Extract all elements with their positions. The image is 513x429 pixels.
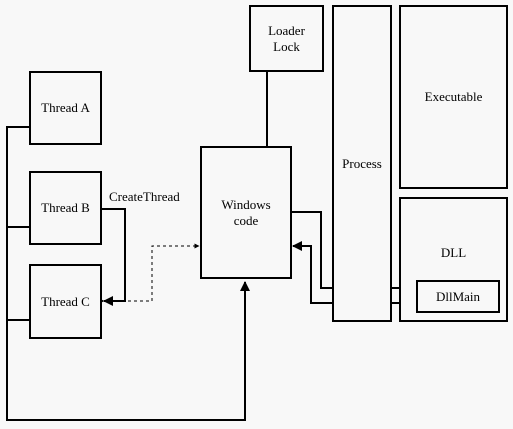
- windows-code-box: Windows code: [200, 146, 292, 279]
- create-thread-arrow: [101, 208, 126, 306]
- thread-a-box: Thread A: [29, 71, 102, 145]
- dashed-link: [99, 243, 200, 304]
- process-label: Process: [342, 155, 382, 171]
- create-thread-label: CreateThread: [109, 189, 180, 204]
- loader-lock-box: Loader Lock: [249, 5, 324, 72]
- windows-code-label: Windows code: [221, 196, 271, 228]
- executable-box: Executable: [399, 5, 508, 189]
- dllmain-label: DllMain: [435, 288, 481, 304]
- dll-label: DLL: [440, 245, 467, 260]
- thread-c-box: Thread C: [29, 264, 102, 339]
- dllmain-box: DllMain: [416, 280, 500, 313]
- thread-a-label: Thread A: [41, 100, 90, 115]
- executable-label: Executable: [424, 89, 483, 104]
- process-box: Process: [332, 5, 392, 322]
- thread-b-label: Thread B: [41, 200, 90, 215]
- thread-bus-line: [6, 126, 250, 421]
- thread-b-box: Thread B: [29, 171, 102, 245]
- thread-c-label: Thread C: [41, 293, 90, 309]
- loader-lock-label: Loader Lock: [268, 22, 305, 54]
